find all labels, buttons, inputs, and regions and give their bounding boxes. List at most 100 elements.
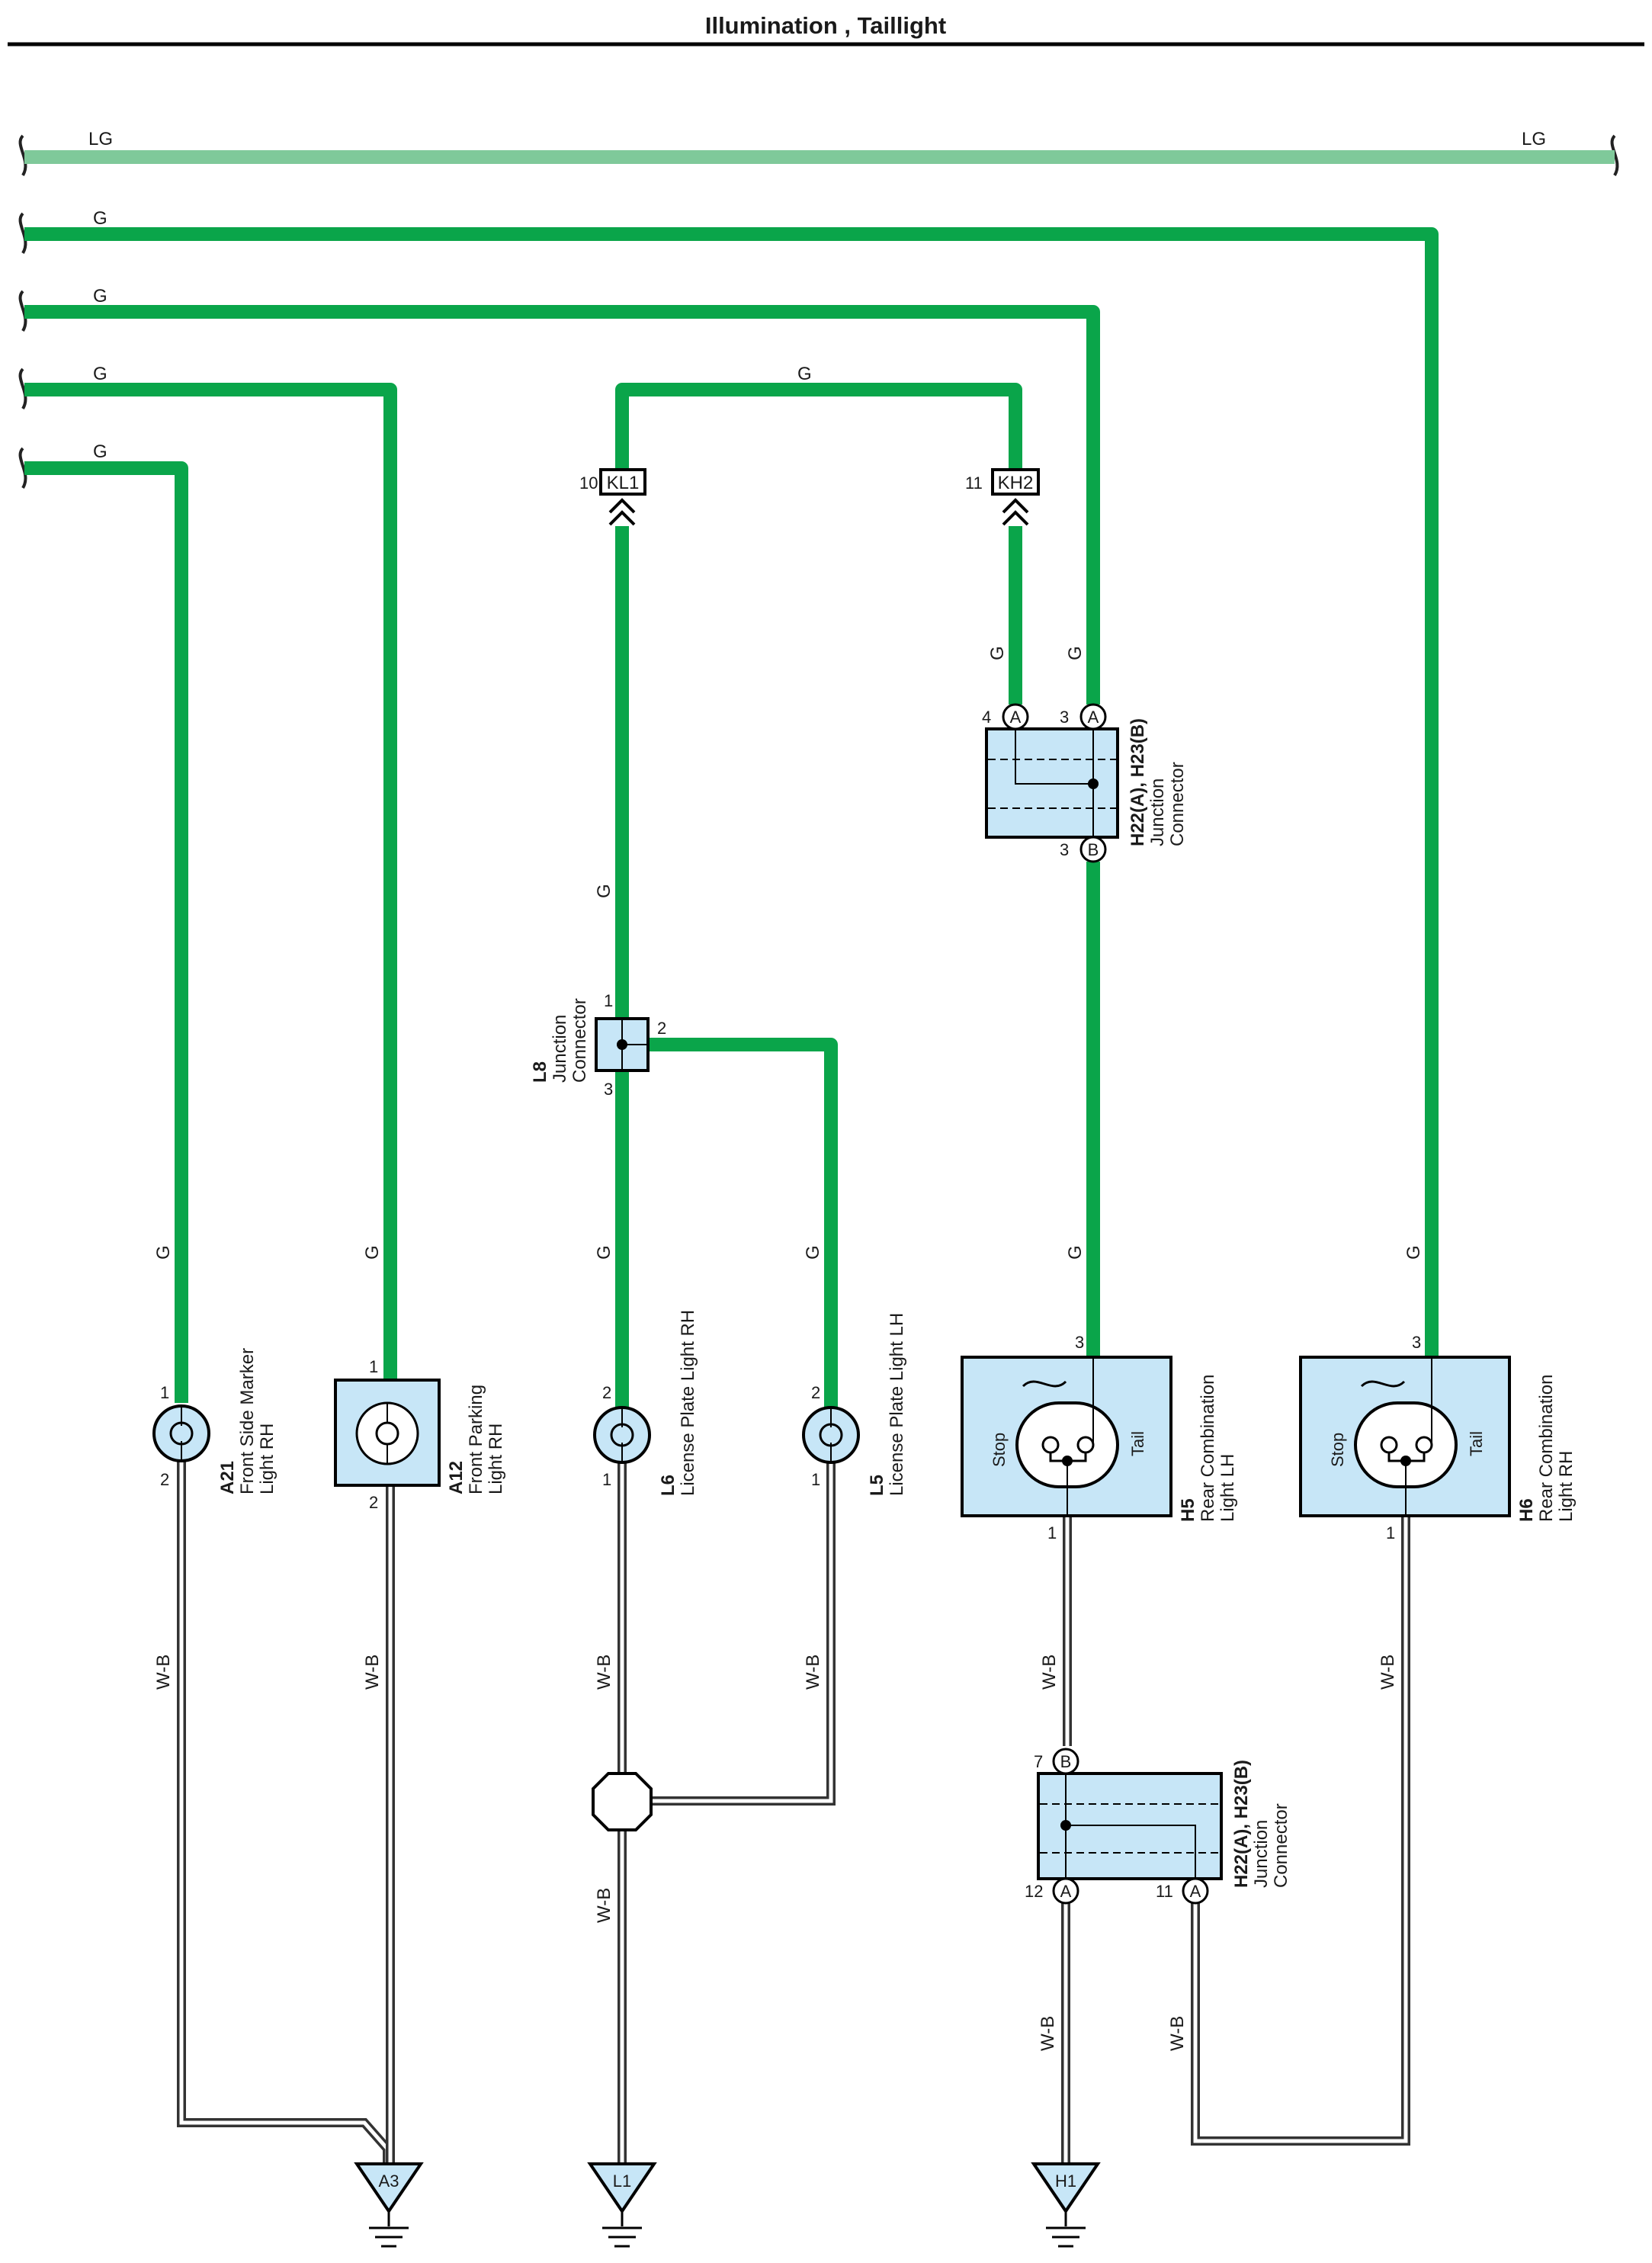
wb-label-l6: W-B (594, 1655, 614, 1690)
svg-text:1: 1 (604, 991, 613, 1010)
g-wire-h22-a3 (24, 305, 1100, 705)
svg-text:Light RH: Light RH (1556, 1451, 1577, 1522)
svg-text:B: B (1060, 1752, 1072, 1771)
g-label-a12: G (362, 1245, 383, 1260)
wb-label-a11: W-B (1167, 2016, 1188, 2051)
svg-text:H22(A), H23(B): H22(A), H23(B) (1128, 718, 1148, 846)
svg-text:A: A (1190, 1882, 1201, 1901)
wb-label-l5: W-B (803, 1655, 823, 1690)
g-wire-kl1-kh2 (615, 383, 1022, 480)
svg-text:3: 3 (1412, 1333, 1421, 1352)
g-label-h6: G (1403, 1245, 1424, 1260)
svg-text:1: 1 (602, 1470, 611, 1489)
svg-text:11: 11 (1156, 1882, 1173, 1901)
wire-break-marks (18, 134, 1619, 490)
svg-text:1: 1 (1047, 1523, 1057, 1542)
svg-text:2: 2 (811, 1383, 820, 1402)
svg-text:3: 3 (1075, 1333, 1084, 1352)
wb-label-h6: W-B (1378, 1655, 1398, 1690)
component-h6: Stop Tail 3 1 H6 Rear Combination Light … (1299, 1333, 1577, 1542)
g-wire-l8-l5 (648, 1038, 838, 1409)
svg-text:1: 1 (369, 1357, 378, 1376)
svg-text:A: A (1060, 1882, 1072, 1901)
connector-kl1: KL1 10 (579, 468, 646, 526)
splice-point (592, 1772, 653, 1831)
component-a12: 1 2 A12 Front Parking Light RH (334, 1357, 506, 1512)
svg-text:A12: A12 (446, 1461, 467, 1494)
svg-text:Rear Combination: Rear Combination (1536, 1375, 1557, 1522)
connector-kh2: KH2 11 (965, 468, 1040, 526)
svg-text:KL1: KL1 (607, 473, 640, 493)
diagram-title: Illumination , Taillight (705, 12, 946, 39)
g-wire-a21 (24, 461, 188, 1403)
svg-text:A: A (1088, 708, 1099, 727)
g-label-l5: G (803, 1245, 823, 1260)
g-label-a21: G (153, 1245, 174, 1260)
svg-text:L8: L8 (530, 1061, 550, 1083)
wb-wire-labels: W-B W-B W-B W-B W-B W-B W-B W-B W-B (153, 1655, 1398, 2051)
svg-text:Light LH: Light LH (1217, 1454, 1238, 1522)
svg-text:A: A (1010, 708, 1022, 727)
wb-label-l1: W-B (594, 1888, 614, 1923)
svg-text:10: 10 (579, 473, 598, 493)
wb-label-a12: W-B (362, 1655, 383, 1690)
svg-text:L6: L6 (658, 1475, 678, 1496)
svg-text:2: 2 (160, 1470, 169, 1489)
svg-text:KH2: KH2 (998, 473, 1034, 493)
svg-text:3: 3 (1060, 840, 1069, 859)
wb-label-h1: W-B (1038, 2016, 1058, 2051)
svg-text:H6: H6 (1516, 1498, 1537, 1522)
svg-text:Light RH: Light RH (486, 1424, 506, 1494)
svg-text:Connector: Connector (569, 998, 590, 1083)
svg-text:12: 12 (1025, 1882, 1043, 1901)
svg-text:Connector: Connector (1271, 1803, 1291, 1888)
svg-text:1: 1 (1386, 1523, 1395, 1542)
svg-text:License Plate Light RH: License Plate Light RH (678, 1310, 698, 1496)
svg-text:7: 7 (1034, 1752, 1043, 1771)
svg-text:Rear Combination: Rear Combination (1198, 1375, 1218, 1522)
svg-text:1: 1 (811, 1470, 820, 1489)
svg-text:2: 2 (657, 1019, 666, 1038)
svg-text:Connector: Connector (1167, 762, 1188, 846)
g-label-loop: G (797, 364, 812, 384)
svg-text:Stop: Stop (1328, 1433, 1347, 1467)
junction-connector-bottom: B 7 A 12 A 11 H22(A), H23(B) Junction Co… (1025, 1748, 1291, 1905)
svg-text:Tail: Tail (1128, 1431, 1147, 1456)
svg-text:L1: L1 (613, 2172, 631, 2191)
svg-text:A3: A3 (379, 2172, 399, 2191)
svg-text:Front Side Marker: Front Side Marker (237, 1348, 258, 1494)
g-label-2: G (93, 286, 107, 307)
g-label-4: G (93, 441, 107, 462)
g-wire-a12 (24, 383, 397, 1380)
svg-text:Tail: Tail (1467, 1431, 1486, 1456)
svg-text:H5: H5 (1178, 1498, 1198, 1522)
svg-text:11: 11 (965, 473, 983, 493)
ground-a3: A3 (354, 2162, 424, 2248)
svg-text:Junction: Junction (1147, 778, 1168, 846)
svg-text:4: 4 (982, 708, 991, 727)
g-label-kh2: G (987, 646, 1008, 660)
svg-text:2: 2 (602, 1383, 611, 1402)
g-wire-h6 (24, 227, 1439, 1357)
junction-connector-l8: 1 2 3 L8 Junction Connector (530, 991, 666, 1099)
svg-text:3: 3 (604, 1080, 613, 1099)
g-label-3: G (93, 364, 107, 384)
component-l6: 2 1 L6 License Plate Light RH (593, 1310, 698, 1496)
ground-l1: L1 (587, 2162, 657, 2248)
svg-text:A21: A21 (217, 1461, 238, 1494)
svg-text:Stop: Stop (990, 1433, 1009, 1467)
svg-text:License Plate Light LH: License Plate Light LH (887, 1313, 907, 1496)
g-label-kl1: G (594, 884, 614, 898)
g-label-l6: G (594, 1245, 614, 1260)
wb-label-h5: W-B (1039, 1655, 1060, 1690)
svg-text:3: 3 (1060, 708, 1069, 727)
green-wires (24, 227, 1439, 1409)
g-label-h5: G (1065, 1245, 1086, 1260)
svg-text:1: 1 (160, 1383, 169, 1402)
lg-wire-label-right: LG (1522, 129, 1546, 149)
g-label-h22: G (1065, 646, 1086, 660)
component-a21: 1 2 A21 Front Side Marker Light RH (152, 1348, 277, 1494)
svg-text:L5: L5 (867, 1475, 887, 1496)
svg-text:Front Parking: Front Parking (466, 1385, 486, 1494)
